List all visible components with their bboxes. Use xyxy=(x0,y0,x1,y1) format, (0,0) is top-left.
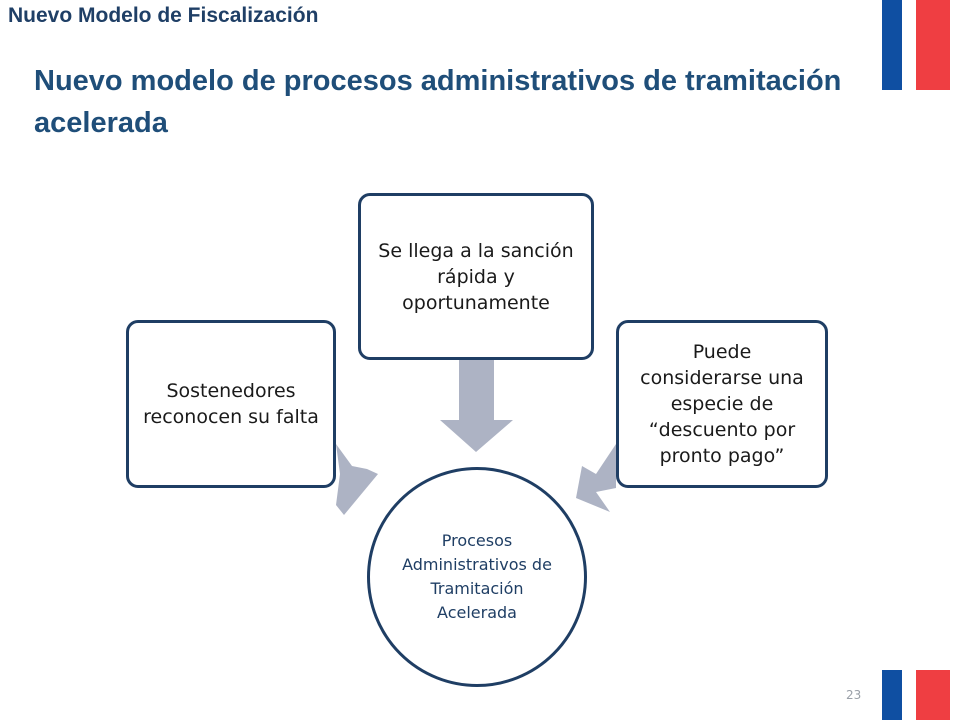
diagram-node-right: Puede considerarse una especie de “descu… xyxy=(616,320,828,488)
diagram-center-node: Procesos Administrativos de Tramitación … xyxy=(367,467,587,687)
node-left-label: Sostenedores reconocen su falta xyxy=(143,380,319,428)
node-right-label: Puede considerarse una especie de “descu… xyxy=(640,341,804,467)
diagram-node-top: Se llega a la sanción rápida y oportunam… xyxy=(358,193,594,360)
node-top-label: Se llega a la sanción rápida y oportunam… xyxy=(378,239,574,314)
slide-title: Nuevo modelo de procesos administrativos… xyxy=(34,65,842,139)
chile-flag-bottom xyxy=(882,670,950,720)
center-node-label: Procesos Administrativos de Tramitación … xyxy=(402,531,552,622)
diagram-node-left: Sostenedores reconocen su falta xyxy=(126,320,336,488)
arrow-right xyxy=(576,444,616,512)
section-header: Nuevo Modelo de Fiscalización xyxy=(8,4,319,27)
arrow-top xyxy=(440,360,513,452)
arrow-left xyxy=(336,444,378,515)
page-number: 23 xyxy=(846,688,862,702)
chile-flag-top xyxy=(882,0,950,90)
